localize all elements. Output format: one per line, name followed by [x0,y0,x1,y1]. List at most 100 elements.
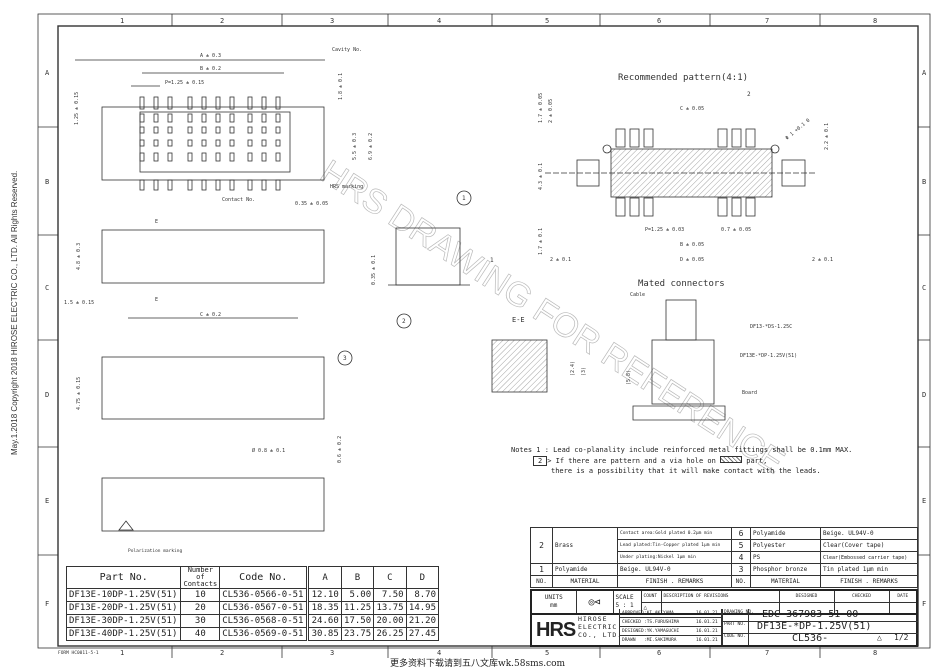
notes-prefix: Notes 1 : [511,446,549,454]
section-ee [491,339,548,393]
note-2b: part, [746,457,768,465]
table-cell: 27.45 [405,627,440,641]
drawing-no-label: DRAWING NO. [724,610,754,615]
company-name: HIROSE [578,615,608,623]
copyright-text: May.1.2018 Copyright 2018 HIROSE ELECTRI… [10,171,19,455]
contact-pin [167,126,173,134]
table-cell: 17.50 [340,614,375,628]
end-view [388,190,472,329]
dim-18: 1.8 ± 0.1 [338,73,344,100]
sheet-number: 1/2 [894,633,909,642]
pattern-dim-b: B ± 0.05 [680,242,704,248]
contact-pin [201,152,207,162]
form-number: FORM HC0011-5-1 [58,650,99,656]
pattern-dim: 4.3 ± 0.1 [538,163,544,190]
note-flag-2: 2 [533,456,548,466]
outer-frame [37,13,931,649]
table-cell: 20.00 [373,614,407,628]
item-finish: Tin plated 1μm min [820,563,918,576]
col-label: 5 [545,17,549,25]
zone-ticks [38,14,930,658]
pattern-dim-c: C ± 0.05 [680,106,704,112]
row-label: E [45,497,49,505]
approval-role: DRAWN [622,638,636,643]
contact-pin [261,126,267,134]
contact-pin [187,96,193,110]
contact-pin [167,139,173,147]
header-a: A [307,566,342,589]
pattern-dim: 2 ± 0.1 [812,257,833,263]
contact-pin [201,139,207,147]
row-label: B [922,178,926,186]
table-cell: 23.75 [340,627,375,641]
row-label: E [922,497,926,505]
contact-pin [261,113,267,123]
contact-pin [261,152,267,162]
balloon-2 [396,313,412,329]
contact-pin [247,139,253,147]
section-dim: (3) [581,367,587,376]
contact-pin [261,96,267,110]
item-material: Brass [552,527,618,564]
contact-pin [275,113,281,123]
item-material: Polyamide [750,527,821,540]
pattern-flag: 2 [747,91,751,98]
col-label: 2 [220,17,224,25]
dim-c: C ± 0.2 [200,312,221,318]
table-cell: 13.75 [373,601,407,615]
contact-pin [229,179,235,191]
balloon-1 [456,190,472,206]
row-label: A [922,69,927,77]
contact-pin [229,126,235,134]
rev-checked-header: CHECKED [833,589,890,603]
contact-pin [139,96,145,110]
col-label: 7 [765,649,769,657]
col-label: 5 [545,649,549,657]
contact-pin [215,126,221,134]
contact-pin [153,152,159,162]
col-label: 6 [657,649,661,657]
pattern-title: Recommended pattern(4:1) [618,73,748,83]
table-cell: 30.85 [307,627,342,641]
contact-pin [275,126,281,134]
contact-pin [187,126,193,134]
item-no: 3 [731,563,751,576]
item-material: Polyamide [552,563,618,576]
section-dim: (2.4) [570,361,576,376]
bottom-view [101,350,353,420]
approval-date: 16.01.21 [696,620,718,625]
contact-pin [261,139,267,147]
contact-pin [229,139,235,147]
header-material: MATERIAL [750,575,821,588]
dim-55: 5.5 ± 0.3 [352,133,358,160]
item-material: Phosphor bronze [750,563,821,576]
item-no: 5 [731,539,751,552]
table-cell: DF13E-30DP-1.25V(51) [65,614,182,628]
table-cell: DF13E-40DP-1.25V(51) [65,627,182,641]
recommended-pattern [545,144,815,198]
contact-pin [153,139,159,147]
section-mark: E [155,219,158,225]
pattern-pad [731,128,742,148]
dim-a: A ± 0.3 [200,53,221,59]
rear-view [101,477,325,532]
contact-pin [167,152,173,162]
contact-pin [201,96,207,110]
contact-pin [247,179,253,191]
contact-pin [167,113,173,123]
item-finish: Clear(Embossed carrier tape) [820,551,918,564]
dim-15: 1.5 ± 0.15 [64,300,94,306]
footer-text: 更多资料下载请到五八文库wk.58sms.com [390,659,566,669]
item-material: Polyester [750,539,821,552]
pattern-dim: 2 ± 0.1 [550,257,571,263]
item-finish: Lead plated:Tin-Copper plated 1μm min [617,539,732,552]
contact-pin [275,96,281,110]
contact-pin [201,113,207,123]
table-cell: CL536-0569-0-51 [219,627,310,641]
table-cell: 21.20 [405,614,440,628]
approval-name: :MI.SAKIMURA [644,638,677,643]
pattern-dim-pitch: P=1.25 ± 0.03 [645,227,684,233]
pattern-pad [643,197,654,217]
